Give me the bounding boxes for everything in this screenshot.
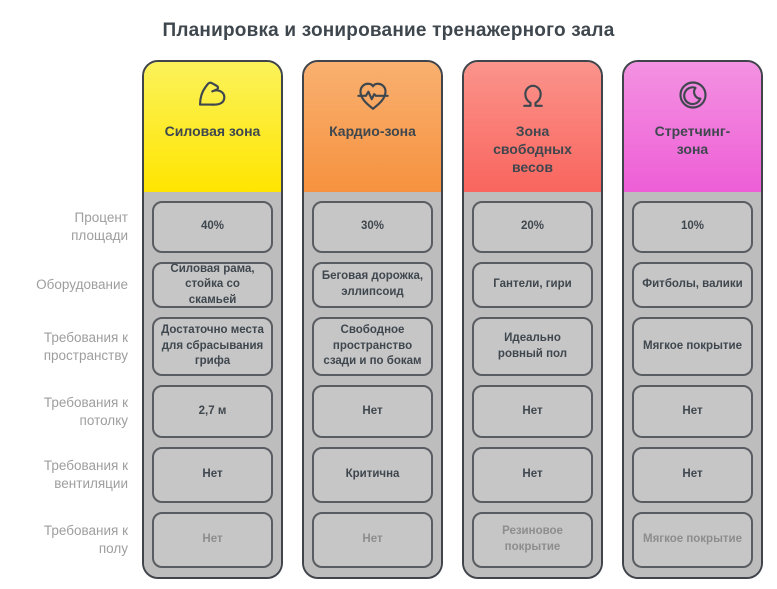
table-cell: Гантели, гири [472,262,593,308]
row-label-floor: Требования к полу [43,523,128,556]
zone-header-freeweights: Зона свободных весов [464,62,601,192]
table-cell: Нет [632,447,753,503]
table-cell: Мягкое покрытие [632,512,753,568]
zone-body-stretching: 10% Фитболы, валики Мягкое покрытие Нет … [624,192,761,577]
table-cell: 10% [632,201,753,253]
table-cell: Идеально ровный пол [472,317,593,376]
row-labels-column: Процент площади Оборудование Требования … [0,60,142,568]
row-label-ventilation: Требования к вентиляции [43,458,128,491]
zone-title: Зона свободных весов [493,123,572,175]
zoning-comparison-table: Процент площади Оборудование Требования … [0,60,763,579]
zone-body-strength: 40% Силовая рама, стойка со скамьей Дост… [144,192,281,577]
zone-card-freeweights: Зона свободных весов 20% Гантели, гири И… [462,60,603,579]
table-cell: Мягкое покрытие [632,317,753,376]
zone-header-stretching: Стретчинг- зона [624,62,761,192]
zone-header-strength: Силовая зона [144,62,281,192]
page-title: Планировка и зонирование тренажерного за… [162,20,615,41]
zone-title: Стретчинг- зона [654,123,731,157]
table-cell: Нет [632,385,753,438]
heart-pulse-icon [356,82,389,110]
zone-title: Силовая зона [164,123,261,139]
row-label-equipment: Оборудование [36,277,128,293]
table-cell: 2,7 м [152,385,273,438]
zone-card-strength: Силовая зона 40% Силовая рама, стойка со… [142,60,283,579]
zone-header-cardio: Кардио-зона [304,62,441,192]
zone-body-cardio: 30% Беговая дорожка, эллипсоид Свободное… [304,192,441,577]
table-cell: Свободное пространство сзади и по бокам [312,317,433,376]
table-cell: Нет [312,512,433,568]
table-cell: 40% [152,201,273,253]
table-cell: Нет [152,512,273,568]
table-cell: Достаточно места для сбрасывания грифа [152,317,273,376]
table-cell: Нет [312,385,433,438]
row-label-ceiling: Требования к потолку [43,394,128,428]
row-label-area-percent: Процент площади [71,210,128,243]
table-cell: 30% [312,201,433,253]
kettlebell-icon [522,84,543,107]
table-cell: Резиновое покрытие [472,512,593,568]
table-cell: Нет [472,385,593,438]
bicep-icon [198,81,225,106]
table-cell: Нет [152,447,273,503]
zone-card-stretching: Стретчинг- зона 10% Фитболы, валики Мягк… [622,60,763,579]
zone-title: Кардио-зона [329,123,416,139]
table-cell: Фитболы, валики [632,262,753,308]
table-cell: Критична [312,447,433,503]
zone-card-cardio: Кардио-зона 30% Беговая дорожка, эллипсо… [302,60,443,579]
table-cell: 20% [472,201,593,253]
row-label-space: Требования к пространству [43,329,128,363]
table-cell: Нет [472,447,593,503]
table-cell: Силовая рама, стойка со скамьей [152,262,273,308]
moon-circle-icon [678,81,707,109]
table-cell: Беговая дорожка, эллипсоид [312,262,433,308]
zone-body-freeweights: 20% Гантели, гири Идеально ровный пол Не… [464,192,601,577]
